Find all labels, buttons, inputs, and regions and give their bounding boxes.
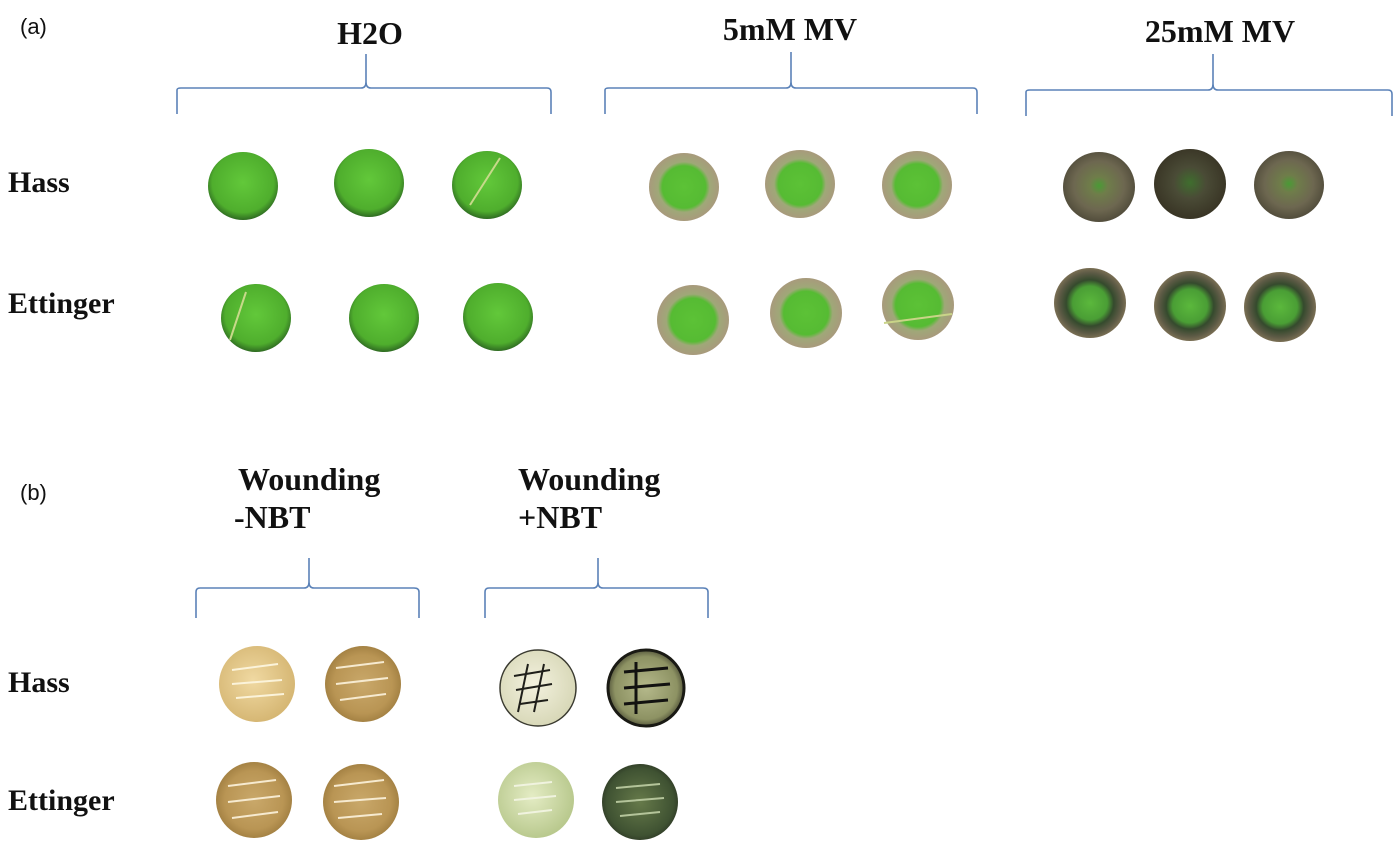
row-label-hass-b: Hass bbox=[8, 666, 70, 699]
row-label-ettinger-b: Ettinger bbox=[8, 784, 115, 817]
brace-5mm-mv bbox=[604, 52, 978, 114]
brace-25mm-mv bbox=[1025, 54, 1393, 116]
disc-5mm-hass-1 bbox=[649, 153, 719, 221]
disc-h2o-ettinger-3 bbox=[463, 283, 533, 351]
header-line-plus-nbt: +NBT bbox=[518, 499, 603, 535]
disc-wound-minus-nbt-hass-1 bbox=[219, 646, 295, 722]
disc-wound-plus-nbt-hass-1 bbox=[499, 649, 577, 727]
brace-wounding-plus-nbt bbox=[484, 558, 709, 618]
disc-25mm-hass-3 bbox=[1254, 151, 1324, 219]
brace-wounding-minus-nbt bbox=[195, 558, 420, 618]
disc-h2o-ettinger-1 bbox=[221, 284, 291, 352]
disc-h2o-hass-3 bbox=[452, 151, 522, 219]
group-header-wounding-plus-nbt: Wounding +NBT bbox=[518, 460, 698, 536]
disc-25mm-hass-1 bbox=[1063, 152, 1135, 222]
disc-25mm-ettinger-1 bbox=[1054, 268, 1126, 338]
disc-wound-minus-nbt-ettinger-1 bbox=[216, 762, 292, 838]
disc-wound-minus-nbt-ettinger-2 bbox=[323, 764, 399, 840]
panel-b-label: (b) bbox=[20, 480, 47, 505]
group-header-25mm-mv: 25mM MV bbox=[1144, 13, 1296, 49]
disc-5mm-hass-2 bbox=[765, 150, 835, 218]
disc-5mm-ettinger-3 bbox=[882, 270, 954, 340]
row-label-hass-a: Hass bbox=[8, 166, 70, 199]
disc-5mm-ettinger-2 bbox=[770, 278, 842, 348]
disc-25mm-ettinger-3 bbox=[1244, 272, 1316, 342]
disc-wound-minus-nbt-hass-2 bbox=[325, 646, 401, 722]
disc-wound-plus-nbt-ettinger-2 bbox=[602, 764, 678, 840]
disc-25mm-hass-2 bbox=[1154, 149, 1226, 219]
header-line-wounding: Wounding bbox=[518, 461, 661, 497]
group-header-5mm-mv: 5mM MV bbox=[722, 11, 858, 47]
disc-5mm-hass-3 bbox=[882, 151, 952, 219]
disc-h2o-ettinger-2 bbox=[349, 284, 419, 352]
header-line-minus-nbt: -NBT bbox=[234, 499, 311, 535]
disc-wound-plus-nbt-ettinger-1 bbox=[498, 762, 574, 838]
row-label-ettinger-a: Ettinger bbox=[8, 287, 115, 320]
panel-a-label: (a) bbox=[20, 14, 47, 39]
brace-h2o bbox=[176, 54, 552, 114]
group-header-wounding-minus-nbt: Wounding -NBT bbox=[234, 460, 414, 536]
disc-5mm-ettinger-1 bbox=[657, 285, 729, 355]
disc-h2o-hass-2 bbox=[334, 149, 404, 217]
header-line-wounding: Wounding bbox=[238, 461, 381, 497]
disc-wound-plus-nbt-hass-2 bbox=[606, 648, 686, 728]
group-header-h2o: H2O bbox=[337, 15, 403, 51]
disc-h2o-hass-1 bbox=[208, 152, 278, 220]
disc-25mm-ettinger-2 bbox=[1154, 271, 1226, 341]
